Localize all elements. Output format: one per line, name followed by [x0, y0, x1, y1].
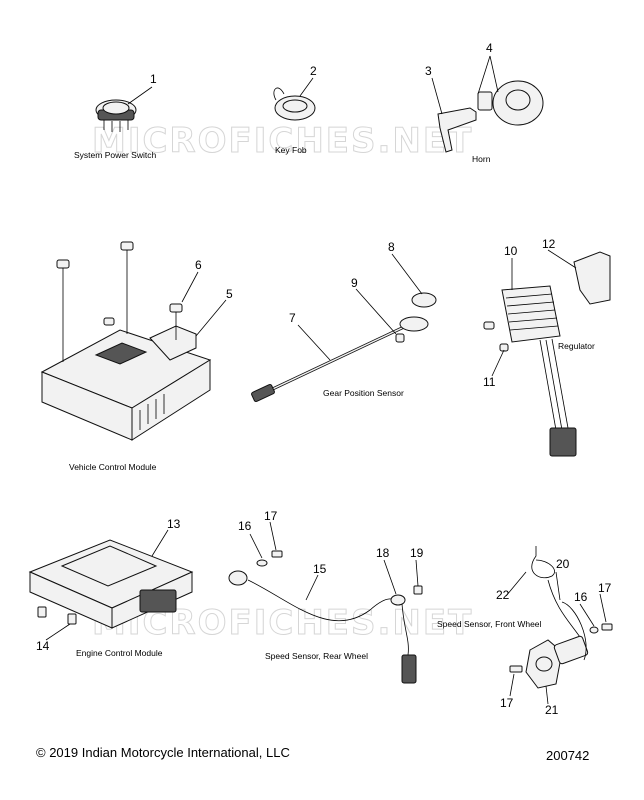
engine-control-module-part — [28, 539, 194, 629]
watermark-top: MICROFICHES.NET — [92, 121, 473, 161]
callout-14: 14 — [36, 639, 50, 653]
callout-22: 22 — [496, 588, 510, 602]
callout-9: 9 — [351, 276, 358, 290]
callout-6: 6 — [195, 258, 202, 272]
callout-16-front: 16 — [574, 590, 588, 604]
vcm-screws — [56, 241, 183, 362]
caption-key-fob: Key Fob — [275, 145, 307, 155]
horn-part — [437, 80, 544, 153]
regulator-part — [483, 251, 611, 457]
speed-sensor-front-part — [509, 546, 613, 689]
callout-3: 3 — [425, 64, 432, 78]
callout-17-front-left: 17 — [500, 696, 514, 710]
callout-5: 5 — [226, 287, 233, 301]
caption-speed-sensor-rear: Speed Sensor, Rear Wheel — [265, 651, 368, 661]
callout-10: 10 — [504, 244, 518, 258]
caption-engine-control-module: Engine Control Module — [76, 648, 163, 658]
footer-copyright: © 2019 Indian Motorcycle International, … — [36, 745, 290, 760]
callout-8: 8 — [388, 240, 395, 254]
callout-21: 21 — [545, 703, 559, 717]
system-power-switch-part — [95, 99, 137, 132]
speed-sensor-rear-part — [228, 550, 423, 684]
callout-2: 2 — [310, 64, 317, 78]
caption-system-power-switch: System Power Switch — [74, 150, 156, 160]
callout-19: 19 — [410, 546, 424, 560]
caption-gear-position-sensor: Gear Position Sensor — [323, 388, 404, 398]
callout-1: 1 — [150, 72, 157, 86]
callout-17-rear: 17 — [264, 509, 278, 523]
caption-regulator: Regulator — [558, 341, 595, 351]
callout-15: 15 — [313, 562, 327, 576]
caption-speed-sensor-front: Speed Sensor, Front Wheel — [437, 619, 542, 629]
footer-diagram-number: 200742 — [546, 748, 590, 763]
callout-18: 18 — [376, 546, 390, 560]
callout-17-front-right: 17 — [598, 581, 612, 595]
callout-4: 4 — [486, 41, 493, 55]
callout-12: 12 — [542, 237, 556, 251]
callout-13: 13 — [167, 517, 181, 531]
key-fob-part — [273, 87, 316, 121]
callout-16-rear: 16 — [238, 519, 252, 533]
callout-20: 20 — [556, 557, 570, 571]
vehicle-control-module-part — [40, 325, 212, 441]
callout-11: 11 — [483, 375, 496, 389]
caption-horn: Horn — [472, 154, 491, 164]
callout-7: 7 — [289, 311, 296, 325]
caption-vehicle-control-module: Vehicle Control Module — [69, 462, 157, 472]
gear-position-sensor-part — [251, 292, 437, 403]
